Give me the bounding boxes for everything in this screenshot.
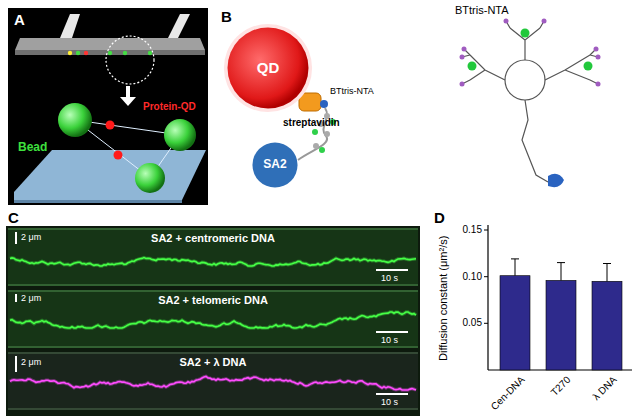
kymograph-title: SA2 + telomeric DNA — [158, 294, 268, 307]
quantum-dot: QD — [223, 23, 313, 113]
panel-letter: D — [434, 209, 445, 226]
node-label: SA2 — [263, 158, 286, 172]
component-label: streptavidin — [283, 117, 340, 129]
axis-tick: 0.05 — [463, 317, 482, 329]
particle-trace — [10, 258, 416, 266]
molecule-name: BTtris-NTA — [455, 4, 509, 17]
callout-label: Protein-QD — [143, 101, 196, 113]
particle-trace — [10, 312, 416, 328]
panel-b-illustration — [298, 19, 601, 188]
kymograph-panels — [6, 226, 420, 416]
scale-label: 10 s — [381, 273, 398, 283]
category-label: Cen-DNA — [489, 374, 527, 412]
panel-letter: C — [8, 209, 19, 226]
axis-title: Diffusion constant (μm²/s) — [438, 235, 451, 360]
panel-a-illustration — [8, 8, 208, 205]
bar-chart — [484, 225, 632, 370]
component-label: BTtris-NTA — [330, 86, 374, 96]
category-label: T270 — [549, 374, 573, 398]
kymograph-title: SA2 + λ DNA — [180, 356, 247, 369]
node-label: QD — [257, 59, 280, 76]
callout-label: Bead — [18, 141, 47, 155]
category-label: λ DNA — [591, 374, 620, 403]
scale-label: 2 μm — [21, 293, 41, 303]
kymograph-title: SA2 + centromeric DNA — [151, 232, 275, 245]
axis-tick: 0.15 — [463, 224, 482, 236]
particle-trace — [10, 376, 416, 390]
scale-label: 2 μm — [21, 357, 41, 367]
panel-letter: A — [14, 11, 25, 28]
axis-tick: 0.10 — [463, 271, 482, 283]
scale-label: 10 s — [381, 397, 398, 407]
protein-circle: SA2 — [252, 142, 298, 188]
scale-label: 2 μm — [21, 232, 41, 242]
particle-trace — [10, 258, 416, 266]
panel-letter: B — [221, 8, 232, 25]
particle-trace — [10, 376, 416, 390]
particle-trace — [10, 312, 416, 328]
scale-label: 10 s — [381, 335, 398, 345]
